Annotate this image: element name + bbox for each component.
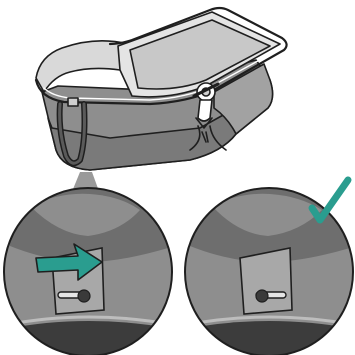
bassinet-hood — [36, 41, 128, 92]
detail-after — [180, 180, 355, 355]
latch-slider-left — [78, 290, 90, 302]
bassinet — [36, 8, 287, 216]
rim-tab — [68, 98, 78, 106]
detail-before — [0, 184, 180, 355]
latch-slider-right — [256, 290, 268, 302]
latch-plate-right — [240, 248, 292, 314]
